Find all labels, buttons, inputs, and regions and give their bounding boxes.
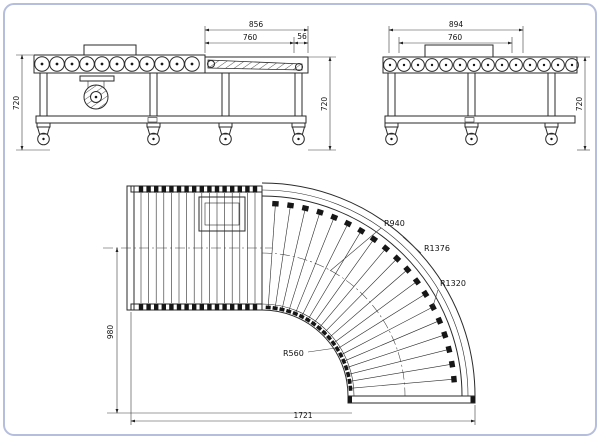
dim-height-720-left: 720 [12, 96, 21, 111]
dimensions-view1: 856 760 56 720 720 [12, 20, 336, 151]
belt-surface [207, 59, 303, 71]
dimensions-plan: 980 1721 [106, 247, 476, 425]
radius-callouts: R940 R1376 R1320 R560 [283, 219, 466, 358]
curve-centerline-arc [261, 252, 406, 397]
dim-span-760-a: 760 [243, 33, 258, 42]
radius-label-mid: R940 [384, 219, 405, 228]
belt-unit-frame [204, 56, 309, 74]
dim-length-1721: 1721 [293, 411, 312, 420]
radius-label-inner: R560 [283, 349, 304, 358]
drive-cover-box [83, 44, 137, 56]
pulley-left [207, 60, 215, 68]
curve-exit-frame [347, 395, 476, 404]
side-view-drive: 856 760 56 720 720 [12, 20, 336, 151]
drive-unit-box [198, 196, 246, 232]
radius-label-outer-frame: R1376 [424, 244, 450, 253]
radius-label-outer: R1320 [440, 279, 466, 288]
plan-view-curve: R940 R1376 R1320 R560 980 1721 [103, 182, 476, 425]
dim-height-720-right: 720 [575, 97, 584, 112]
roller-row [34, 56, 200, 72]
side-view-plain: 894 760 720 [382, 20, 590, 151]
drive-motor [79, 75, 115, 110]
curve-arcs [261, 182, 476, 397]
dimensions-view2: 894 760 720 [388, 20, 590, 151]
cross-rail-2 [384, 115, 576, 124]
dim-overall-894: 894 [449, 20, 464, 29]
roller-bed-frame-2 [382, 56, 578, 74]
curve-rollers [264, 200, 458, 393]
casters [37, 126, 305, 146]
rail-plate [147, 117, 158, 123]
caster-plates [36, 122, 306, 128]
page-border [3, 3, 597, 436]
pulley-right [295, 63, 303, 71]
caster-plates-2 [384, 122, 559, 128]
casters-2 [385, 126, 558, 146]
dim-height-720-mid: 720 [320, 97, 329, 112]
top-box [424, 44, 494, 58]
dim-overall-856: 856 [249, 20, 264, 29]
cross-rail [35, 115, 307, 124]
dim-offset-56: 56 [297, 32, 307, 41]
dim-width-980: 980 [106, 325, 115, 340]
drive-unit-inner [204, 202, 240, 226]
legs [39, 72, 303, 117]
rail-plate-2 [464, 117, 475, 123]
roller-row-2 [383, 58, 579, 72]
legs-2 [387, 72, 556, 117]
dim-span-760-b: 760 [448, 33, 463, 42]
